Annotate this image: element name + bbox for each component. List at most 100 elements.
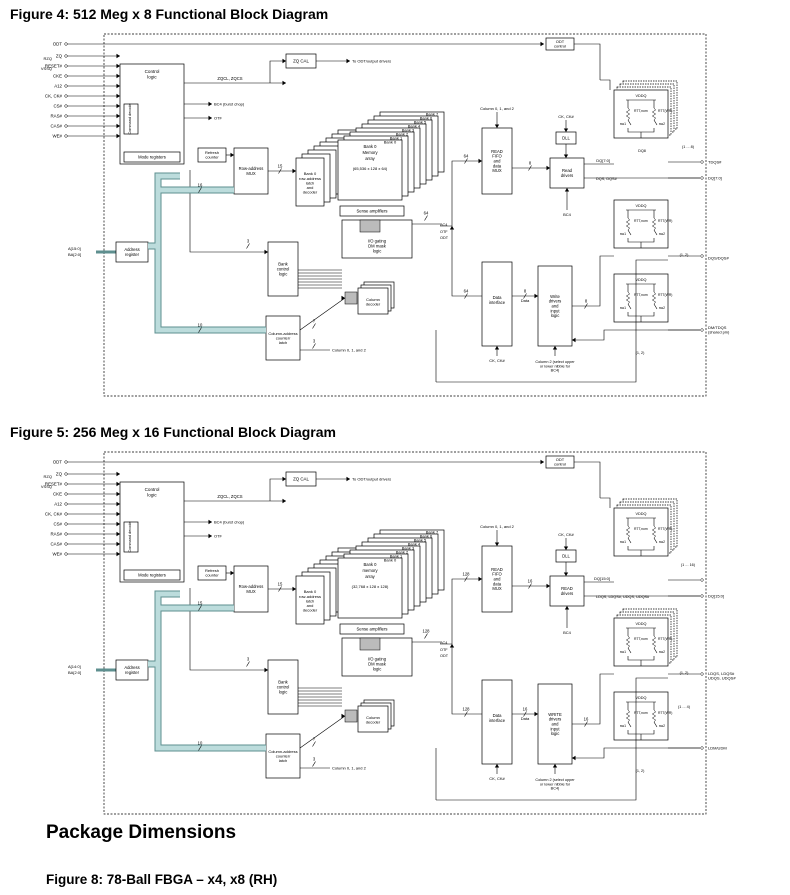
- fig1-otf: OTF: [214, 534, 223, 539]
- fig0-command-decode-label: Command decode: [128, 103, 132, 134]
- fig1-io-gating-shade: [359, 637, 381, 651]
- fig0-row-mux: [233, 147, 269, 195]
- fig1-zq-signals: ZQCL, ZQCS: [217, 494, 242, 499]
- fig1-read-fifo-label-line: and: [494, 576, 502, 581]
- fig0-column-latch-label-line: latch: [279, 340, 287, 345]
- fig1-bus-col-slash: [312, 741, 316, 747]
- fig0-output-2-line: DQS/DQS#: [708, 255, 729, 260]
- odt-termination-12-sw1: sw1: [620, 724, 626, 728]
- odt-termination-1-sw2-line: [653, 229, 658, 236]
- fig1-bank-control-label-line: Bank: [278, 680, 288, 685]
- fig0-pin-1: [64, 54, 68, 58]
- fig1-chip-boundary: [103, 451, 707, 815]
- fig0-input-3: CKE: [53, 74, 62, 79]
- odt-termination-12-r2-zigzag: [651, 709, 657, 723]
- odt-termination-2-r1-zigzag: [625, 291, 631, 305]
- arrowhead: [208, 519, 212, 525]
- arrowhead: [116, 511, 120, 517]
- fig1-bus-rd-slash: [528, 583, 532, 589]
- arrowhead: [341, 295, 345, 301]
- fig0-refresh-counter-label-line: counter: [205, 155, 219, 160]
- fig0-address-register-label-line: register: [125, 252, 140, 257]
- fig0-ones-1: (1, 2): [680, 253, 690, 257]
- fig1-bus-addr1: 15: [198, 601, 203, 606]
- fig1-output-2-line: UDQS, UDQS#: [708, 676, 736, 681]
- fig1-fifo-columns: Column 0, 1, and 2: [480, 524, 515, 529]
- fig1-write-drivers: [537, 683, 573, 765]
- fig1-bus-addr1-slash: [198, 605, 202, 611]
- fig1-odt-control-label-line: ODT: [556, 457, 565, 462]
- fig0-pin-5: [64, 94, 68, 98]
- fig1-input-4: A12: [54, 502, 62, 507]
- fig0-bus-wd-slash: [584, 303, 588, 309]
- fig1-dll-label: DLL: [562, 554, 570, 559]
- fig0-zq-cal-label: ZQ CAL: [293, 59, 309, 64]
- fig1-bank-latch-0: [295, 575, 325, 625]
- fig0-write-drivers-label-line: and: [552, 303, 560, 308]
- odt-termination-12-rttnom: RTT,nom: [634, 711, 648, 715]
- arrowhead: [116, 481, 120, 487]
- odt-termination-10-sw1: sw1: [620, 540, 626, 544]
- arrowhead: [449, 644, 455, 648]
- fig1-ones-2: (1, 2): [636, 769, 646, 773]
- fig0-bank-label-6: Bank 6: [420, 116, 433, 121]
- fig1-bank-label-3: Bank 3: [402, 546, 415, 551]
- fig0-addr-ba: BA[2:0]: [68, 252, 81, 257]
- fig1-di-to-io: [451, 644, 482, 715]
- fig0-ones-2: (1, 2): [636, 351, 646, 355]
- arrowhead: [552, 764, 558, 768]
- fig1-read-fifo: [481, 545, 513, 613]
- fig1-memory-array-sub2: array: [365, 574, 375, 579]
- fig0-dq-range: (1 ... 8): [682, 145, 695, 149]
- fig1-output-3-line: LDM/UDM: [708, 745, 727, 750]
- fig0-bus-bank-slash: [246, 243, 250, 249]
- fig1-output-1-line: DQ[15:0]: [708, 593, 724, 598]
- odt-termination-12-sw2-line: [653, 721, 658, 728]
- fig1-bus-rowmux: 15: [278, 582, 283, 587]
- fig0-odt-control-label-line: ODT: [556, 39, 565, 44]
- fig0-bank0-latch-label-line: and: [307, 185, 314, 190]
- fig0-vssq: VSSQ: [41, 66, 52, 71]
- fig0-row-mux-label-line: Row-address: [239, 166, 264, 171]
- arrowhead: [230, 152, 234, 158]
- fig1-bus-rowmux-slash: [278, 586, 282, 592]
- fig0-input-4: A12: [54, 84, 62, 89]
- fig1-bank-label-4: Bank 4: [408, 542, 421, 547]
- fig1-write-drivers-label-line: WRITE: [548, 712, 562, 717]
- fig0-io-otf: OTF: [440, 230, 448, 234]
- fig1-read-drivers-label-line: drivers: [561, 591, 574, 596]
- fig0-bus-col2-slash: [312, 343, 316, 349]
- fig0-bank-label-1: Bank 1: [390, 136, 403, 141]
- fig1-bank0-latch-label-line: and: [307, 603, 314, 608]
- fig1-output-2: LDQS, LDQS#UDQS, UDQS#: [708, 671, 736, 681]
- fig1-refresh-counter-label-line: Refresh: [205, 568, 219, 573]
- fig1-di-ck: CK, CK#: [489, 776, 505, 781]
- odt-termination-10-sw1-line: [627, 537, 632, 544]
- fig0-pin-0: [64, 42, 68, 46]
- fig0-address-bus-outline: [148, 172, 266, 334]
- odt-termination-2-sw1-line: [627, 303, 632, 310]
- fig1-odt-control-wire: [574, 461, 601, 498]
- fig1-dqs-label: LDQS, LDQS#, UDQS, UDQS#: [596, 595, 650, 599]
- fig1-bus-col: 7: [313, 737, 316, 742]
- odt-termination-10-r1-zigzag: [625, 525, 631, 539]
- odt-termination-0-sw1-line: [627, 119, 632, 126]
- fig1-bank-array-0: [337, 557, 403, 619]
- fig1-io-gating-label-line: I/O gating: [368, 657, 387, 662]
- fig0-bank0-latch-label-line: latch: [306, 180, 314, 185]
- fig1-io-gating-label-line: logic: [373, 666, 382, 671]
- fig1-dq-label: DQ[15:0]: [594, 576, 610, 581]
- odt-termination-10-r2: [651, 525, 657, 539]
- fig0-read-fifo-label-line: MUX: [492, 168, 502, 173]
- fig1-pin-8: [64, 542, 68, 546]
